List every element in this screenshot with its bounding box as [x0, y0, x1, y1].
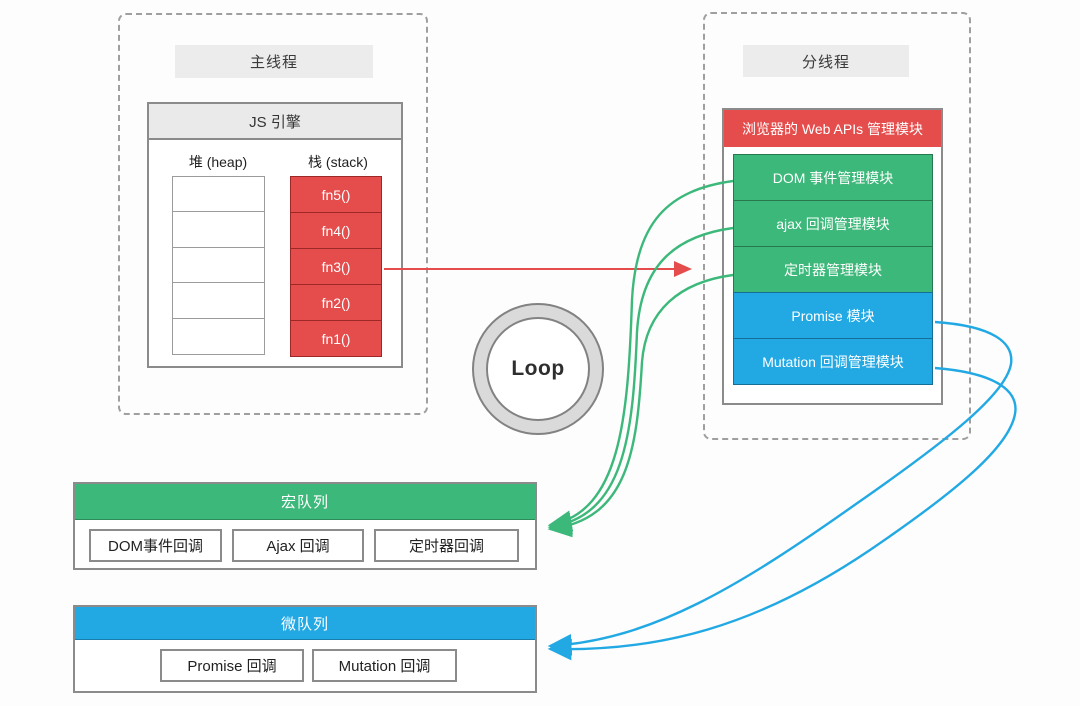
- event-loop-label: Loop: [486, 317, 590, 421]
- macro-queue-box: 宏队列 DOM事件回调 Ajax 回调 定时器回调: [73, 482, 537, 570]
- stack-label: 栈 (stack): [308, 154, 368, 170]
- event-loop-circle: Loop: [472, 303, 604, 435]
- module-timers: 定时器管理模块: [733, 246, 933, 293]
- micro-queue-box: 微队列 Promise 回调 Mutation 回调: [73, 605, 537, 693]
- heap-cell: [172, 317, 265, 355]
- module-mutation: Mutation 回调管理模块: [733, 338, 933, 385]
- main-thread-container: [118, 13, 428, 415]
- module-promise: Promise 模块: [733, 292, 933, 339]
- stack-frame: fn1(): [290, 320, 382, 357]
- macro-queue-title: 宏队列: [75, 484, 535, 520]
- stack-frame: fn2(): [290, 284, 382, 321]
- heap-column: [172, 175, 265, 355]
- macro-queue-item-dom: DOM事件回调: [89, 529, 222, 562]
- micro-queue-title: 微队列: [75, 607, 535, 640]
- heap-cell: [172, 175, 265, 213]
- main-thread-label: 主线程: [175, 45, 373, 78]
- web-apis-title: 浏览器的 Web APIs 管理模块: [724, 110, 941, 147]
- js-engine-title: JS 引擎: [149, 104, 401, 140]
- macro-queue-item-timer: 定时器回调: [374, 529, 519, 562]
- module-ajax-callbacks: ajax 回调管理模块: [733, 200, 933, 247]
- heap-label: 堆 (heap): [188, 154, 248, 170]
- stack-frame: fn4(): [290, 212, 382, 249]
- stack-frame: fn5(): [290, 176, 382, 213]
- micro-queue-item-promise: Promise 回调: [160, 649, 304, 682]
- heap-cell: [172, 211, 265, 248]
- module-dom-events: DOM 事件管理模块: [733, 154, 933, 201]
- stack-frame: fn3(): [290, 248, 382, 285]
- micro-queue-item-mutation: Mutation 回调: [312, 649, 457, 682]
- macro-queue-item-ajax: Ajax 回调: [232, 529, 364, 562]
- web-apis-modules: DOM 事件管理模块 ajax 回调管理模块 定时器管理模块 Promise 模…: [733, 154, 933, 385]
- heap-cell: [172, 246, 265, 284]
- call-stack-column: fn5() fn4() fn3() fn2() fn1(): [290, 176, 382, 357]
- sub-thread-label: 分线程: [743, 45, 909, 77]
- heap-cell: [172, 282, 265, 319]
